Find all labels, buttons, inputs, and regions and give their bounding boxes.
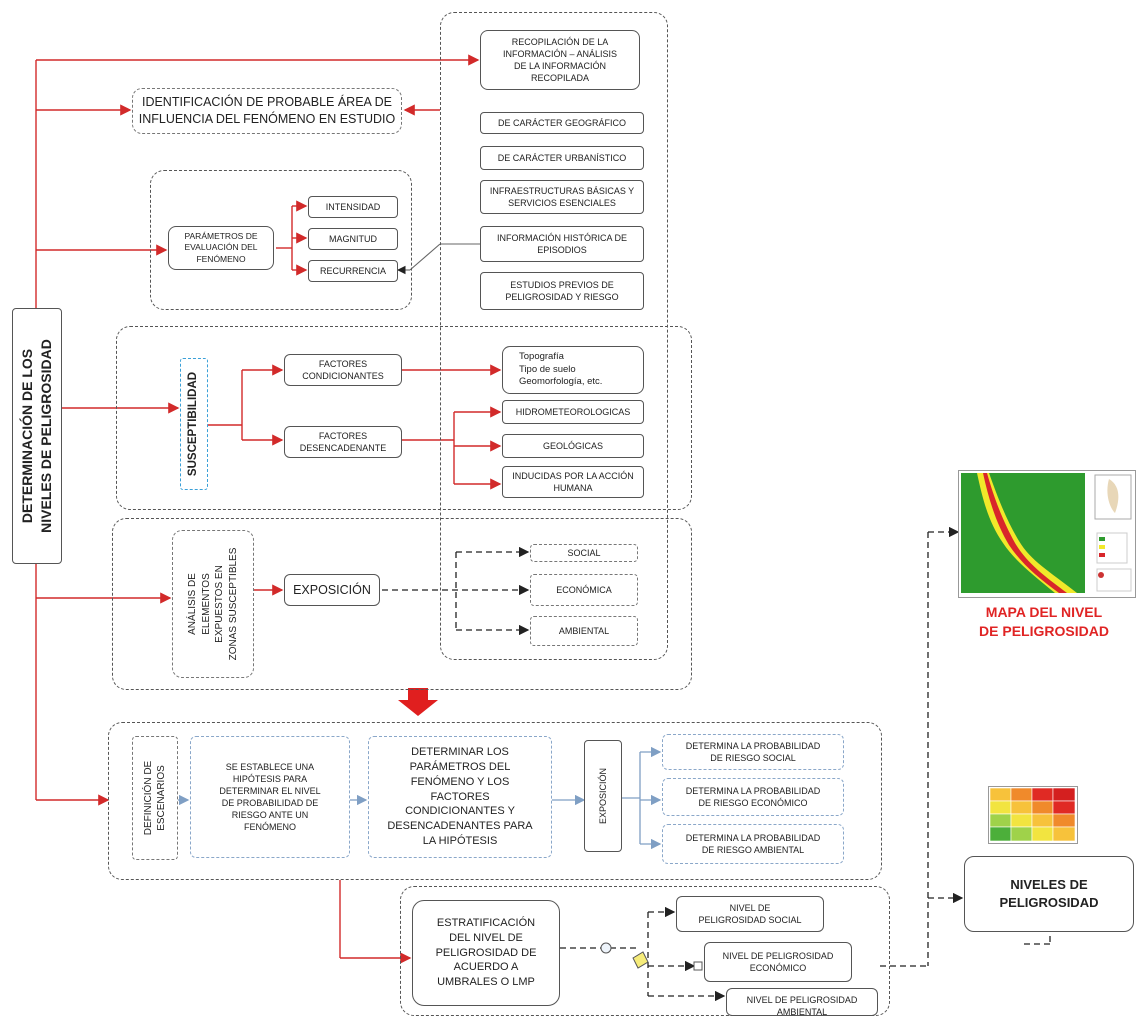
susceptibilidad-box: SUSCEPTIBILIDAD — [180, 358, 208, 490]
exposicion-vertical-box: EXPOSICIÓN — [584, 740, 622, 852]
desencadenante-humana: INDUCIDAS POR LA ACCIÓN HUMANA — [502, 466, 644, 498]
param-recurrencia: RECURRENCIA — [308, 260, 398, 282]
definicion-box: DEFINICIÓN DE ESCENARIOS — [132, 736, 178, 860]
param-intensidad: INTENSIDAD — [308, 196, 398, 218]
info-item-estudios: ESTUDIOS PREVIOS DE PELIGROSIDAD Y RIESG… — [480, 272, 644, 310]
param-magnitud: MAGNITUD — [308, 228, 398, 250]
exposicion-economica: ECONÓMICA — [530, 574, 638, 606]
parametros-group-frame — [150, 170, 412, 310]
factores-desencadenante-box: FACTORES DESENCADENANTE — [284, 426, 402, 458]
probabilidad-social: DETERMINA LA PROBABILIDAD DE RIESGO SOCI… — [662, 734, 844, 770]
info-item-geografico: DE CARÁCTER GEOGRÁFICO — [480, 112, 644, 134]
identificacion-box: IDENTIFICACIÓN DE PROBABLE ÁREA DE INFLU… — [132, 88, 402, 134]
desencadenante-geo: GEOLÓGICAS — [502, 434, 644, 458]
probabilidad-ambiental: DETERMINA LA PROBABILIDAD DE RIESGO AMBI… — [662, 824, 844, 864]
main-title: DETERMINACIÓN DE LOS NIVELES DE PELIGROS… — [19, 339, 54, 533]
exposicion-group-frame — [112, 518, 692, 690]
hipotesis-box: SE ESTABLECE UNA HIPÓTESIS PARA DETERMIN… — [190, 736, 350, 858]
exposicion-vertical-label: EXPOSICIÓN — [597, 768, 608, 825]
exposicion-ambiental: AMBIENTAL — [530, 616, 638, 646]
factores-condicionantes-box: FACTORES CONDICIONANTES — [284, 354, 402, 386]
analisis-box: ANÁLISIS DE ELEMENTOS EXPUESTOS EN ZONAS… — [172, 530, 254, 678]
info-item-historica: INFORMACIÓN HISTÓRICA DE EPISODIOS — [480, 226, 644, 262]
determinar-box: DETERMINAR LOS PARÁMETROS DEL FENÓMENO Y… — [368, 736, 552, 858]
risk-matrix-image — [988, 786, 1078, 844]
mapa-label: MAPA DEL NIVEL DE PELIGROSIDAD — [979, 604, 1109, 639]
nivel-economico: NIVEL DE PELIGROSIDAD ECONÓMICO — [704, 942, 852, 982]
exposicion-box: EXPOSICIÓN — [284, 574, 380, 606]
probabilidad-economico: DETERMINA LA PROBABILIDAD DE RIESGO ECON… — [662, 778, 844, 816]
escenarios-group-frame — [108, 722, 882, 880]
desencadenante-hidro: HIDROMETEOROLOGICAS — [502, 400, 644, 424]
down-arrow-icon — [398, 688, 438, 716]
condicionantes-detail-box: Topografía Tipo de suelo Geomorfología, … — [502, 346, 644, 394]
info-item-infraestructuras: INFRAESTRUCTURAS BÁSICAS Y SERVICIOS ESE… — [480, 180, 644, 214]
susceptibilidad-label: SUSCEPTIBILIDAD — [187, 371, 200, 477]
recopilacion-box: RECOPILACIÓN DE LA INFORMACIÓN – ANÁLISI… — [480, 30, 640, 90]
analisis-label: ANÁLISIS DE ELEMENTOS EXPUESTOS EN ZONAS… — [187, 547, 239, 661]
info-group-frame — [440, 12, 668, 660]
niveles-box: NIVELES DE PELIGROSIDAD — [964, 856, 1134, 932]
nivel-social: NIVEL DE PELIGROSIDAD SOCIAL — [676, 896, 824, 932]
nivel-ambiental: NIVEL DE PELIGROSIDAD AMBIENTAL — [726, 988, 878, 1017]
exposicion-social: SOCIAL — [530, 544, 638, 562]
main-title-box: DETERMINACIÓN DE LOS NIVELES DE PELIGROS… — [12, 308, 62, 564]
info-item-urbanistico: DE CARÁCTER URBANÍSTICO — [480, 146, 644, 170]
hazard-map-image — [958, 470, 1136, 598]
estratificacion-box: ESTRATIFICACIÓN DEL NIVEL DE PELIGROSIDA… — [412, 900, 560, 1006]
susceptibilidad-group-frame — [116, 326, 692, 510]
definicion-label: DEFINICIÓN DE ESCENARIOS — [142, 760, 168, 836]
parametros-box: PARÁMETROS DE EVALUACIÓN DEL FENÓMENO — [168, 226, 274, 270]
